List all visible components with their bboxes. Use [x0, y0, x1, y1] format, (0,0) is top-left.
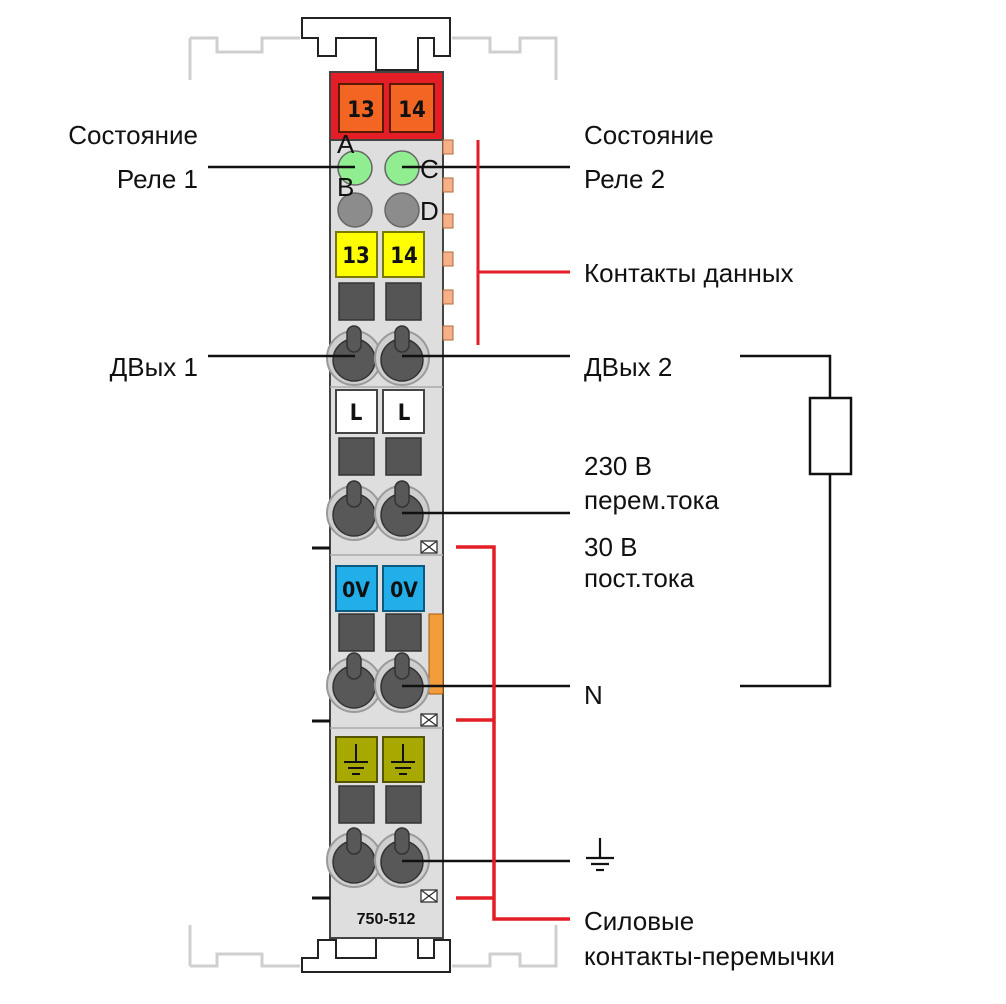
data-contacts-bracket: [476, 140, 570, 345]
terminal-n-1[interactable]: [326, 652, 382, 713]
rail-clip-top: [301, 17, 451, 71]
tag-ground-2: [382, 736, 425, 783]
clamp-actuator-2a[interactable]: [338, 437, 375, 476]
din-rail: [188, 36, 558, 968]
terminal-l-2[interactable]: [374, 480, 430, 541]
terminal-dout1[interactable]: [326, 325, 382, 386]
voltage-dc-label-line1: 30 В: [584, 532, 638, 562]
clamp-actuator-1b[interactable]: [385, 282, 422, 321]
terminal-l-1[interactable]: [326, 480, 382, 541]
neutral-label: N: [584, 680, 603, 710]
relay2-status-label-line2: Реле 2: [584, 164, 665, 194]
voltage-ac-label-line1: 230 В: [584, 451, 652, 481]
tag-yellow-13: [335, 231, 378, 278]
data-contacts-label: Контакты данных: [584, 258, 794, 288]
relay1-status-label-line2: Реле 1: [117, 164, 198, 194]
relay2-status-label-line1: Состояние: [584, 120, 714, 150]
tag-blue-0v-1: [335, 565, 378, 612]
dout1-label: ДВых 1: [110, 352, 198, 382]
voltage-ac-label-line2: перем.тока: [584, 485, 720, 515]
clamp-actuator-2b[interactable]: [385, 437, 422, 476]
tag-blue-0v-2: [382, 565, 425, 612]
power-jumper-lines: [456, 545, 570, 921]
terminal-pe-1[interactable]: [326, 827, 382, 888]
led-letter-a: A: [337, 129, 355, 159]
dout2-label: ДВых 2: [584, 352, 672, 382]
clamp-actuator-4b[interactable]: [385, 785, 422, 824]
tag-white-l-2-label: L: [398, 401, 411, 426]
power-jumper-notch-3: [420, 889, 438, 903]
led-d: [384, 192, 420, 228]
top-tag-14-label: 14: [398, 98, 426, 123]
tag-blue-0v-1-label: 0V: [342, 578, 370, 602]
tag-yellow-13-label: 13: [342, 244, 370, 269]
power-jumper-notch-1: [420, 540, 438, 554]
voltage-dc-label-line2: пост.тока: [584, 563, 695, 593]
data-contact-pins: [442, 139, 454, 341]
power-contact-orange: [428, 613, 444, 695]
ground-icon: [586, 838, 614, 872]
led-b: [337, 192, 373, 228]
load-resistor-icon: [808, 396, 853, 476]
leader-lines: [208, 165, 570, 863]
part-number: 750-512: [357, 911, 416, 928]
led-letter-b: B: [337, 172, 354, 202]
top-tag-14: [389, 83, 435, 133]
tag-white-l-1: [335, 389, 378, 434]
led-letter-d: D: [420, 196, 439, 226]
top-tag-13: [338, 83, 384, 133]
top-tag-13-label: 13: [347, 98, 375, 123]
tag-yellow-14: [382, 231, 425, 278]
load-circuit: [740, 354, 832, 688]
tag-yellow-14-label: 14: [390, 244, 418, 269]
relay1-status-label-line1: Состояние: [68, 120, 198, 150]
led-letter-c: C: [420, 154, 439, 184]
clamp-actuator-4a[interactable]: [338, 785, 375, 824]
clamp-actuator-3a[interactable]: [338, 613, 375, 652]
terminal-dout2[interactable]: [374, 325, 430, 386]
tag-white-l-1-label: L: [350, 401, 363, 426]
clamp-actuator-3b[interactable]: [385, 613, 422, 652]
tag-white-l-2: [382, 389, 425, 434]
tag-ground-1: [335, 736, 378, 783]
power-jumper-label-line1: Силовые: [584, 906, 694, 936]
tag-blue-0v-2-label: 0V: [390, 578, 418, 602]
clamp-actuator-1a[interactable]: [338, 282, 375, 321]
power-jumper-notch-2: [420, 713, 438, 727]
power-jumper-label-line2: контакты-перемычки: [584, 941, 835, 971]
